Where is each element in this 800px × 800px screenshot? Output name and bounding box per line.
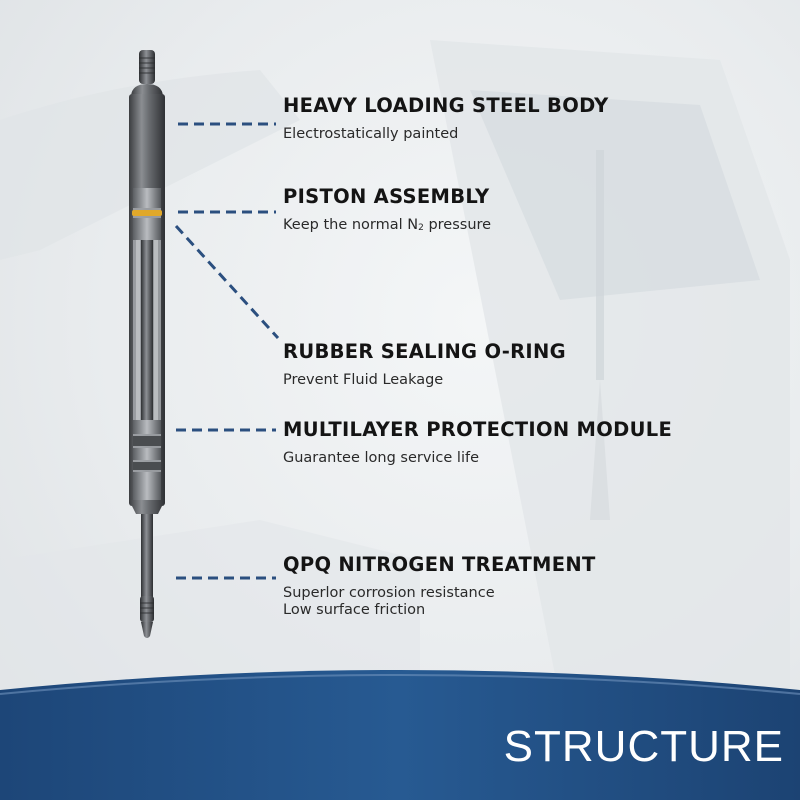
feature-title: PISTON ASSEMBLY bbox=[283, 185, 490, 208]
feature-description: Electrostatically painted bbox=[283, 126, 459, 142]
feature-steel-body: HEAVY LOADING STEEL BODY Electrostatical… bbox=[283, 94, 609, 142]
piston-rod bbox=[141, 514, 153, 614]
feature-description: Low surface friction bbox=[283, 602, 426, 618]
feature-title: MULTILAYER PROTECTION MODULE bbox=[283, 418, 673, 441]
feature-title: HEAVY LOADING STEEL BODY bbox=[283, 94, 609, 117]
feature-piston-assembly: PISTON ASSEMBLY Keep the normal N2 press… bbox=[283, 185, 491, 236]
feature-title: QPQ NITROGEN TREATMENT bbox=[283, 553, 596, 576]
feature-description: Keep the normal N2 pressure bbox=[283, 217, 492, 233]
footer-title: STRUCTURE bbox=[503, 722, 784, 771]
feature-description: Guarantee long service life bbox=[283, 450, 480, 466]
feature-o-ring: RUBBER SEALING O-RING Prevent Fluid Leak… bbox=[283, 340, 566, 388]
o-ring bbox=[132, 210, 162, 216]
feature-protection-module: MULTILAYER PROTECTION MODULE Guarantee l… bbox=[283, 418, 672, 466]
feature-qpq-treatment: QPQ NITROGEN TREATMENT Superlor corrosio… bbox=[283, 553, 596, 618]
feature-description: Superlor corrosion resistance bbox=[283, 585, 495, 601]
feature-title: RUBBER SEALING O-RING bbox=[283, 340, 566, 363]
leader-line-o-ring bbox=[174, 224, 280, 340]
feature-description: Prevent Fluid Leakage bbox=[283, 372, 444, 388]
